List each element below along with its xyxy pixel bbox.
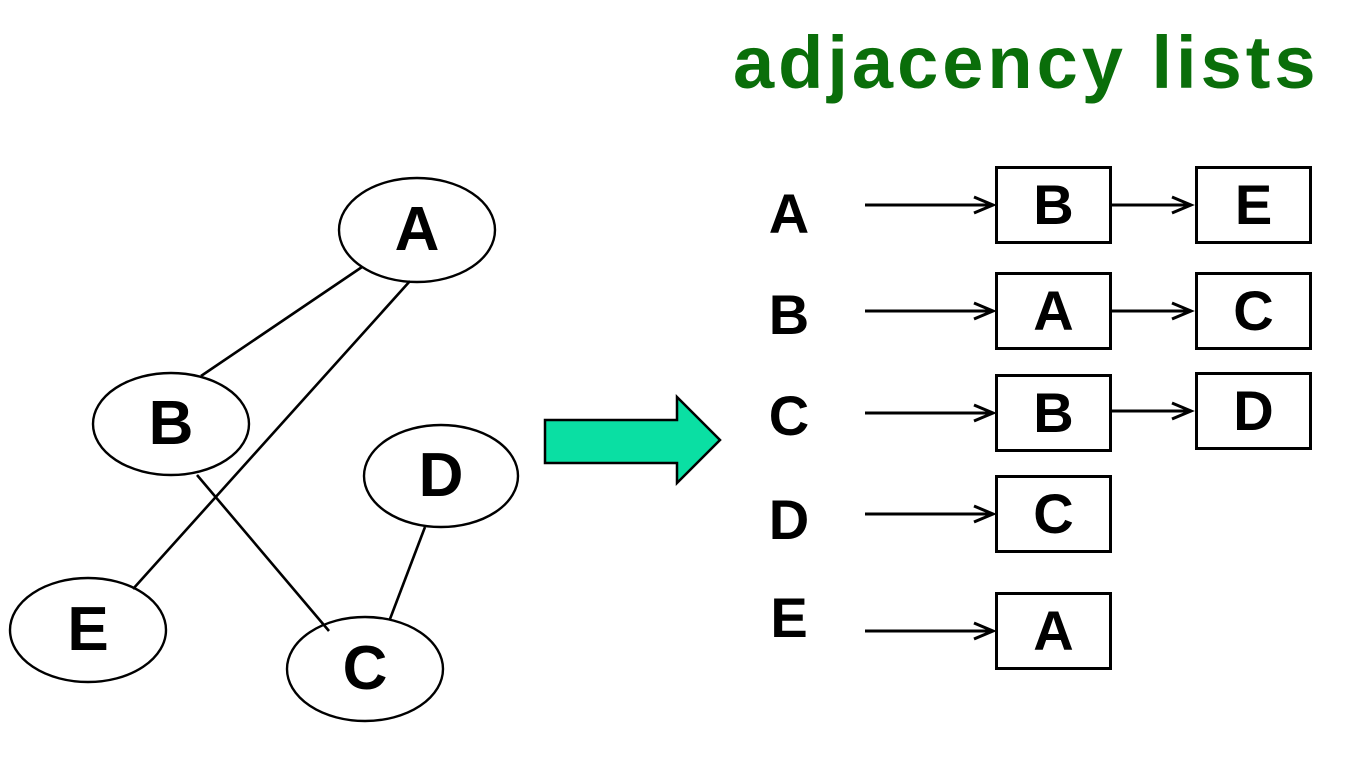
graph-edge-a-e	[132, 280, 411, 590]
adjacency-cell-a-0: B	[995, 166, 1112, 244]
arrow-icon	[865, 195, 997, 215]
arrow-icon	[865, 621, 997, 641]
arrow-icon	[865, 301, 997, 321]
arrow-icon	[865, 403, 997, 423]
graph-node-d-ellipse	[362, 423, 520, 529]
adjacency-cell-a-1: E	[1195, 166, 1312, 244]
graph-node-e-ellipse	[8, 576, 168, 684]
graph-node-c-ellipse	[285, 615, 445, 723]
graph-node-a-label: A	[394, 195, 440, 264]
arrow-icon	[1112, 301, 1195, 321]
adjacency-row-a-label: A	[768, 182, 810, 245]
graph-node-e-label: E	[67, 595, 109, 664]
adjacency-cell-e-0: A	[995, 592, 1112, 670]
graph-edge-b-c	[196, 474, 330, 632]
adjacency-row-e-label: E	[770, 586, 808, 649]
adjacency-cell-b-1: C	[1195, 272, 1312, 350]
adjacency-cell-d-0: C	[995, 475, 1112, 553]
graph-node-b-label: B	[148, 389, 194, 458]
arrow-icon	[1112, 401, 1195, 421]
arrow-icon	[865, 504, 997, 524]
transform-arrow	[543, 393, 722, 487]
graph-edge-a-b	[200, 265, 363, 378]
adjacency-row-c-label: C	[768, 384, 810, 447]
adjacency-row-d-label: D	[768, 488, 810, 551]
graph-node-d-label: D	[418, 441, 464, 510]
adjacency-cell-c-0: B	[995, 374, 1112, 452]
adjacency-row-b-label: B	[768, 283, 810, 346]
arrow-icon	[1112, 195, 1195, 215]
graph-edge-c-d	[388, 526, 427, 620]
page-title: adjacency lists	[733, 21, 1320, 104]
adjacency-cell-c-1: D	[1195, 372, 1312, 450]
graph-node-b-ellipse	[91, 371, 251, 477]
graph-node-c-label: C	[342, 634, 388, 703]
graph-node-a-ellipse	[337, 176, 497, 284]
adjacency-cell-b-0: A	[995, 272, 1112, 350]
